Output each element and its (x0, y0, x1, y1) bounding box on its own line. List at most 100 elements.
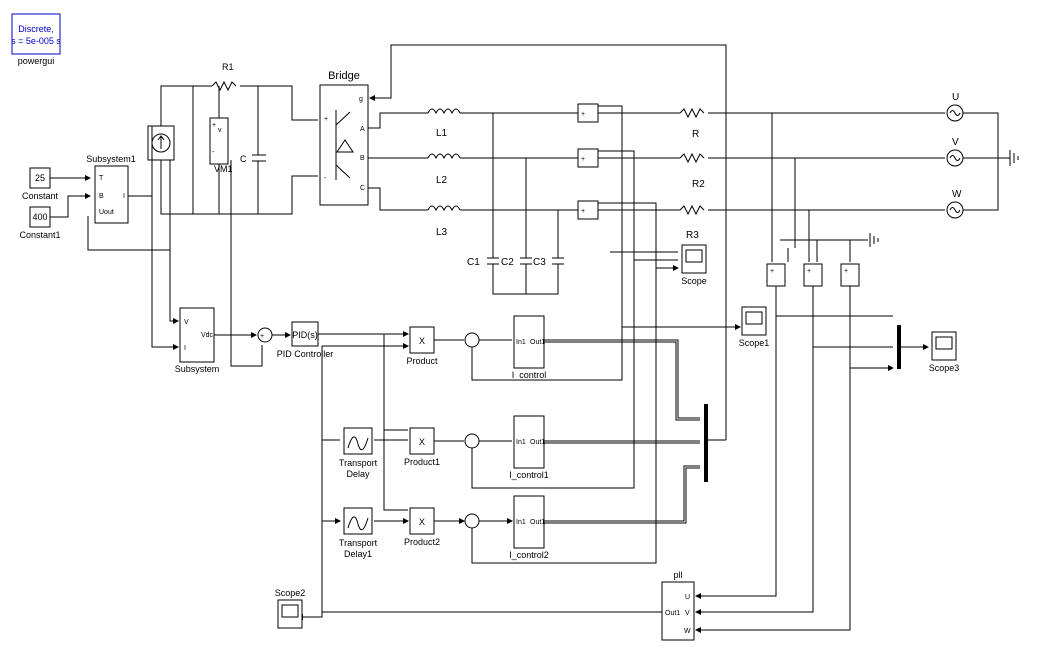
line-measure-c[interactable]: + (577, 200, 599, 220)
source-v-label: V (952, 137, 959, 148)
source-w-label: W (952, 189, 962, 200)
pll-port-w: W (684, 628, 691, 635)
l2-label: L2 (436, 175, 448, 186)
l3-inductor[interactable]: L3 (427, 205, 461, 238)
vm1-plus: + (212, 122, 216, 129)
sum-control1[interactable] (464, 433, 480, 449)
line-measure-b[interactable]: + (577, 148, 599, 168)
source-u[interactable]: U (946, 92, 964, 122)
ground2-icon (869, 233, 879, 247)
c2-capacitor[interactable]: C2 (501, 257, 514, 268)
l3-label: L3 (436, 227, 448, 238)
pll-block[interactable]: pll U V W Out1 (661, 570, 695, 641)
voltage-measure-w[interactable]: + (840, 263, 860, 287)
transport-delay1-line1: Transport (339, 538, 378, 548)
bridge-port-b: B (360, 155, 365, 162)
product1-label: Product1 (404, 457, 440, 467)
i-control2-in: In1 (516, 519, 526, 526)
source-v[interactable]: V (946, 137, 964, 167)
bridge-port-a: A (360, 126, 365, 133)
vmw-plus: + (844, 268, 848, 275)
measure-a-plus: + (581, 111, 585, 118)
scope3-block[interactable]: Scope3 (929, 331, 960, 373)
constant-block[interactable]: 25 Constant (22, 167, 59, 201)
c2-label: C2 (501, 257, 514, 268)
product-symbol: X (419, 336, 425, 346)
c-capacitor[interactable]: C (240, 154, 266, 164)
line-measure-a[interactable]: + (577, 103, 599, 123)
r3-label: R3 (686, 230, 699, 241)
vm1-block[interactable]: v + - VM1 (209, 117, 233, 174)
transport-delay1-block[interactable]: Transport Delay1 (339, 507, 378, 559)
transport-delay1-line2: Delay1 (344, 549, 372, 559)
sum-pid-plus: + (260, 333, 264, 340)
sum-control2[interactable] (464, 513, 480, 529)
scope1-label: Scope1 (739, 338, 770, 348)
i-control2-block[interactable]: In1 Out1 I_control2 (509, 495, 549, 560)
subsystem1-block[interactable]: T B Uout I Subsystem1 (86, 154, 136, 224)
scope-block[interactable]: Scope (681, 244, 707, 286)
sum-control[interactable] (464, 332, 480, 348)
sum-pid[interactable]: + (257, 327, 273, 343)
product2-label: Product2 (404, 537, 440, 547)
i-control-out: Out1 (530, 339, 545, 346)
powergui-block[interactable]: Discrete, s = 5e-005 s powergui (11, 13, 61, 66)
subsystem1-label: Subsystem1 (86, 154, 136, 164)
bridge-port-c: C (360, 185, 365, 192)
voltage-measure-u[interactable]: + (766, 263, 786, 287)
r-resistor[interactable]: R (679, 107, 705, 140)
powergui-label: powergui (18, 56, 55, 66)
scope1-block[interactable]: Scope1 (739, 306, 770, 348)
r3-resistor[interactable]: R3 (679, 204, 705, 241)
l1-inductor[interactable]: L1 (427, 108, 461, 139)
product-label: Product (406, 356, 438, 366)
product2-block[interactable]: X Product2 (404, 507, 440, 547)
vm1-minus: - (212, 149, 215, 156)
scope3-label: Scope3 (929, 363, 960, 373)
subsystem-label: Subsystem (175, 364, 220, 374)
pll-port-u: U (685, 594, 690, 601)
r1-resistor[interactable]: R1 (211, 62, 237, 92)
subsystem-block[interactable]: V I Vdc Subsystem (175, 307, 220, 374)
constant1-label: Constant1 (19, 230, 60, 240)
product1-block[interactable]: X Product1 (404, 427, 440, 467)
constant1-block[interactable]: 400 Constant1 (19, 206, 61, 240)
l2-inductor[interactable]: L2 (427, 153, 461, 186)
mux-scope3 (897, 325, 901, 369)
pll-port-out: Out1 (665, 610, 680, 617)
measure-b-plus: + (581, 156, 585, 163)
r2-resistor[interactable]: R2 (679, 152, 705, 190)
i-control-block[interactable]: In1 Out1 I_control (512, 315, 547, 380)
i-control1-out: Out1 (530, 439, 545, 446)
measure-c-plus: + (581, 208, 585, 215)
i-control2-label: I_control2 (509, 550, 549, 560)
subsystem1-port-i: I (123, 193, 125, 200)
vmu-plus: + (770, 268, 774, 275)
c3-capacitor[interactable]: C3 (533, 257, 546, 268)
voltage-measure-v[interactable]: + (803, 263, 823, 287)
i-control1-block[interactable]: In1 Out1 I_control1 (509, 415, 549, 480)
product-block[interactable]: X Product (406, 326, 438, 366)
r2-label: R2 (692, 179, 705, 190)
pid-label: PID Controller (277, 349, 334, 359)
constant-label: Constant (22, 191, 59, 201)
c1-label: C1 (467, 257, 480, 268)
bridge-port-g: g (359, 96, 363, 103)
transport-delay-block[interactable]: Transport Delay (339, 427, 378, 479)
c1-capacitor[interactable]: C1 (467, 257, 480, 268)
product2-symbol: X (419, 517, 425, 527)
bridge-minus: - (324, 175, 327, 182)
subsystem-port-i: I (184, 345, 186, 352)
pid-controller-block[interactable]: PID(s) PID Controller (277, 321, 334, 359)
i-control2-out: Out1 (530, 519, 545, 526)
vmv-plus: + (807, 268, 811, 275)
transport-delay-line2: Delay (346, 469, 370, 479)
bridge-label: Bridge (328, 70, 360, 82)
transport-delay-line1: Transport (339, 458, 378, 468)
scope2-block[interactable]: Scope2 (275, 588, 306, 629)
bridge-block[interactable]: Bridge g A B C + - (319, 70, 369, 206)
subsystem1-port-uout: Uout (99, 209, 114, 216)
r1-label: R1 (222, 62, 234, 72)
source-w[interactable]: W (946, 189, 964, 219)
